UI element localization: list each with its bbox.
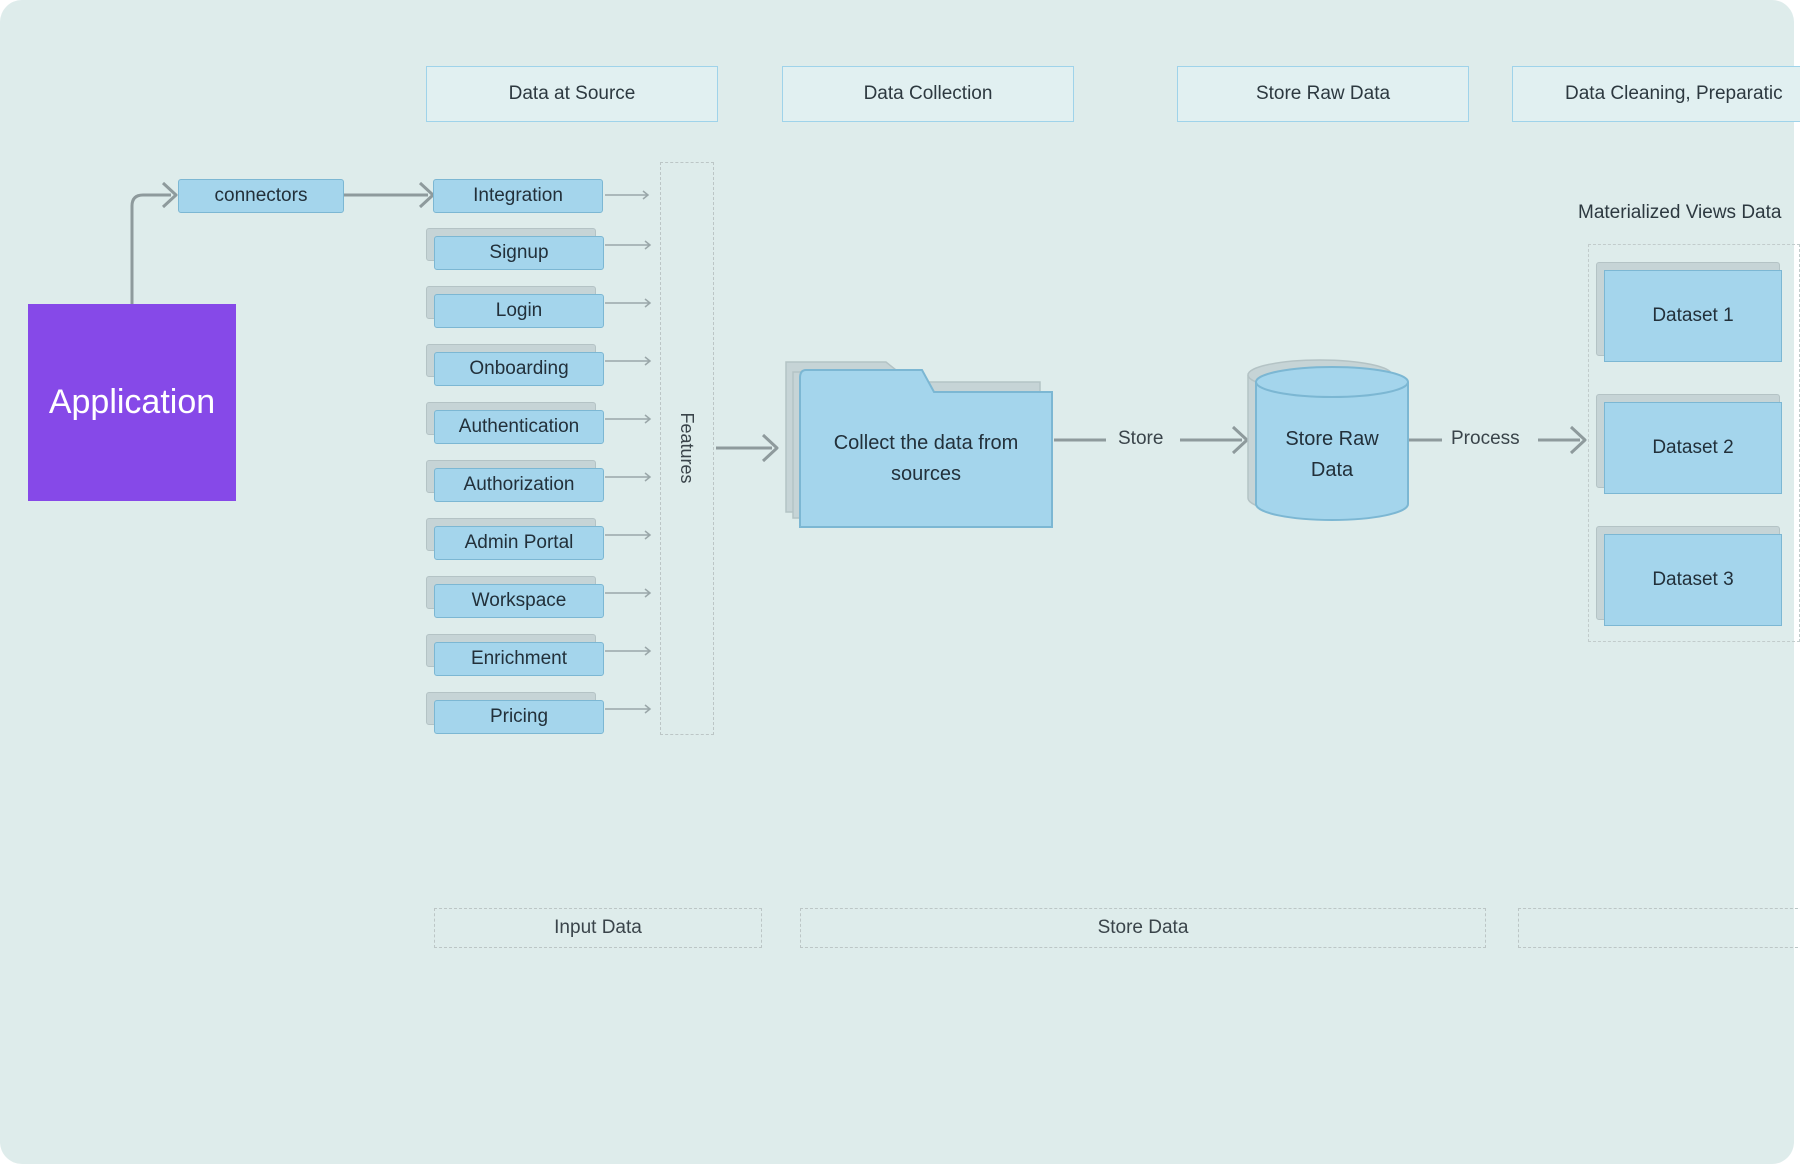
app-to-connectors-line: [130, 193, 171, 304]
collect-node-line2: sources: [890, 463, 962, 485]
edge-label-process: Process: [1445, 428, 1526, 450]
source-node-pricing[interactable]: Pricing: [434, 700, 604, 734]
source-node-admin-portal[interactable]: Admin Portal: [434, 526, 604, 560]
source-node-integration[interactable]: Integration: [433, 179, 603, 213]
source-arrow: [605, 646, 652, 656]
connectors-arrowhead: [161, 181, 178, 209]
source-node-enrichment[interactable]: Enrichment: [434, 642, 604, 676]
source-node-signup[interactable]: Signup: [434, 236, 604, 270]
dataset-3-node[interactable]: Dataset 3: [1604, 534, 1782, 626]
footer-partial: [1518, 908, 1800, 948]
materialized-views-label: Materialized Views Data: [1578, 202, 1782, 223]
stage-header-data-collection: Data Collection: [782, 66, 1074, 122]
raw-store-line2: Data: [1310, 459, 1354, 481]
source-node-authorization[interactable]: Authorization: [434, 468, 604, 502]
collect-folder-icon: [785, 361, 1053, 528]
features-label: Features: [677, 412, 697, 484]
source-node-authentication[interactable]: Authentication: [434, 410, 604, 444]
dataset-1-node[interactable]: Dataset 1: [1604, 270, 1782, 362]
raw-store-line1: Store Raw: [1285, 428, 1379, 450]
source-arrow: [605, 190, 650, 200]
edge-label-store: Store: [1112, 428, 1170, 450]
collect-node-line1: Collect the data from: [833, 432, 1019, 454]
source-arrow: [605, 530, 652, 540]
source-arrow: [605, 588, 652, 598]
features-group: [660, 162, 714, 735]
stage-header-store-raw-data: Store Raw Data: [1177, 66, 1469, 122]
stage-header-data-cleaning: Data Cleaning, Preparatic: [1512, 66, 1800, 122]
source-arrow: [605, 356, 652, 366]
collect-arrowhead: [761, 433, 779, 463]
application-node[interactable]: Application: [28, 304, 236, 501]
dataset-2-node[interactable]: Dataset 2: [1604, 402, 1782, 494]
source-node-login[interactable]: Login: [434, 294, 604, 328]
footer-store-data: Store Data: [800, 908, 1486, 948]
source-arrow: [605, 704, 652, 714]
source-arrow: [605, 298, 652, 308]
raw-data-cylinder-icon: [1247, 359, 1409, 521]
source-arrow: [605, 240, 652, 250]
collect-node[interactable]: Collect the data from sources: [800, 428, 1052, 494]
store-arrowhead: [1231, 425, 1249, 455]
stage-header-data-at-source: Data at Source: [426, 66, 718, 122]
raw-store-node[interactable]: Store Raw Data: [1256, 424, 1408, 490]
source-arrow: [605, 472, 652, 482]
source-node-onboarding[interactable]: Onboarding: [434, 352, 604, 386]
source-node-workspace[interactable]: Workspace: [434, 584, 604, 618]
process-arrowhead: [1569, 425, 1587, 455]
source-arrow: [605, 414, 652, 424]
connectors-node[interactable]: connectors: [178, 179, 344, 213]
footer-input-data: Input Data: [434, 908, 762, 948]
